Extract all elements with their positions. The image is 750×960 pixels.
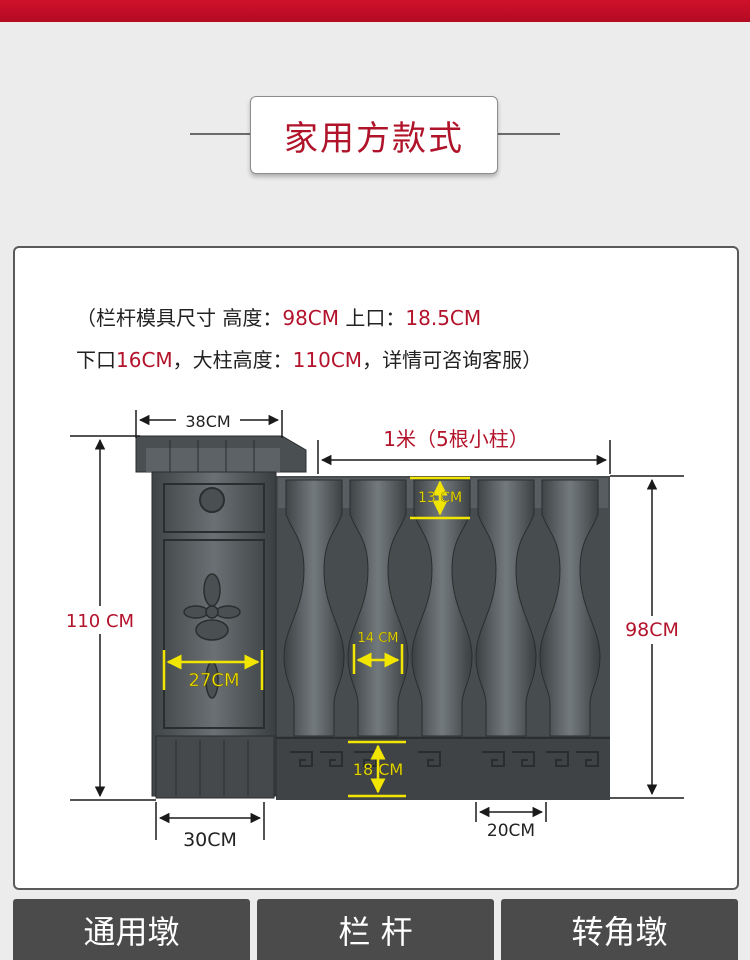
spec-text: （栏杆模具尺寸 高度： (76, 306, 283, 330)
tab-corner-post[interactable]: 转角墩 (501, 899, 738, 960)
tab-railing[interactable]: 栏 杆 (257, 899, 494, 960)
spec-line-2: 下口16CM，大柱高度：110CM，详情可咨询客服） (76, 344, 542, 373)
spec-text: ，详情可咨询客服） (362, 348, 543, 372)
spec-height-value: 98CM (282, 306, 340, 330)
spec-post-height-value: 110CM (292, 348, 363, 372)
post-base-width-label: 30CM (183, 829, 237, 851)
flower-ornament-icon (183, 573, 241, 699)
baluster-spacing-label: 20CM (487, 821, 535, 841)
spec-bottom-opening-value: 16CM (116, 348, 173, 372)
spec-text: 上口： (339, 306, 406, 330)
spec-line-1: （栏杆模具尺寸 高度：98CM 上口：18.5CM (76, 302, 481, 331)
baluster-neck-label: 14 CM (358, 631, 399, 646)
post-top-width-label: 38CM (185, 412, 230, 431)
section-title: 家用方款式 (250, 96, 498, 174)
post-inner-width-label: 27CM (188, 670, 239, 691)
baluster-foot-label: 18 CM (353, 760, 403, 779)
title-divider-left (190, 133, 250, 135)
railing-height-label: 98CM (625, 619, 679, 641)
spec-text: 下口 (76, 348, 116, 372)
railing-mold (276, 476, 610, 800)
post-mold (135, 435, 307, 799)
tab-general-post[interactable]: 通用墩 (13, 899, 250, 960)
spec-text: ，大柱高度： (172, 348, 293, 372)
spec-top-opening-value: 18.5CM (405, 306, 482, 330)
title-divider-right (498, 133, 560, 135)
railing-length-label: 1米（5根小柱） (383, 427, 528, 451)
top-accent-bar (0, 0, 750, 22)
baluster-head-label: 13 CM (418, 490, 462, 506)
post-height-label: 110 CM (66, 611, 134, 632)
